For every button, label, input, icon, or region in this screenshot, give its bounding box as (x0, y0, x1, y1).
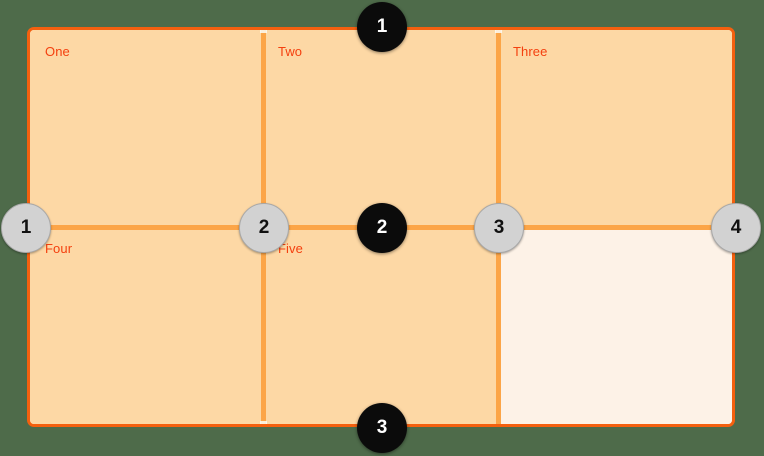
column-handle-label: 1 (20, 217, 32, 238)
grid-cell-label: One (45, 44, 70, 59)
grid-cell-one[interactable]: One (30, 30, 263, 227)
column-handle-label: 2 (258, 217, 270, 238)
divider-notch-bottom-1 (260, 421, 267, 424)
column-handle-3[interactable]: 3 (474, 203, 524, 253)
column-handle-label: 3 (493, 217, 505, 238)
row-handle-2[interactable]: 2 (357, 203, 407, 253)
grid-cell-label: Four (45, 241, 73, 256)
grid-cell-five[interactable]: Five (263, 227, 498, 424)
row-handle-3[interactable]: 3 (357, 403, 407, 453)
grid-cell-label: Five (278, 241, 303, 256)
divider-notch-top-1 (260, 30, 267, 33)
divider-notch-top-2 (495, 30, 502, 33)
grid-cell-label: Two (278, 44, 303, 59)
column-handle-4[interactable]: 4 (711, 203, 761, 253)
grid-cell-label: Three (513, 44, 548, 59)
column-handle-2[interactable]: 2 (239, 203, 289, 253)
row-handle-label: 2 (376, 217, 388, 238)
row-handle-label: 3 (376, 417, 388, 438)
grid-cell-two[interactable]: Two (263, 30, 498, 227)
grid-cell-three[interactable]: Three (498, 30, 732, 227)
grid-cell-four[interactable]: Four (30, 227, 263, 424)
column-handle-1[interactable]: 1 (1, 203, 51, 253)
row-handle-label: 1 (376, 16, 388, 37)
row-handle-1[interactable]: 1 (357, 2, 407, 52)
grid-cell-empty[interactable] (498, 227, 732, 424)
column-handle-label: 4 (730, 217, 742, 238)
